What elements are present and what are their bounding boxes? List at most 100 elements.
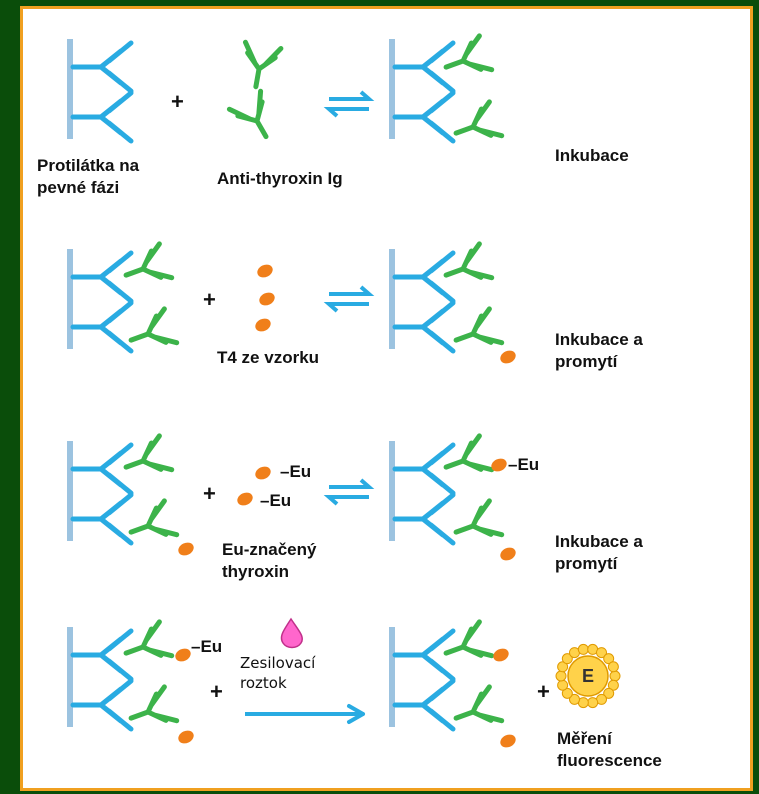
- row3-bound-antibody-bottom: [128, 498, 180, 538]
- enhancement-drop-icon: [280, 617, 303, 649]
- row4-left-bound-thyroxin: [178, 730, 194, 744]
- label-eu-bound: –Eu: [508, 455, 540, 474]
- row4-bound-antibody-bottom: [128, 684, 180, 724]
- diagram-panel: +++++E Protilátka na pevné fázi Anti-thy…: [20, 6, 753, 791]
- row1-right-capture-antibody-bottom: [392, 90, 456, 144]
- fluorescence-micelle-bead: [596, 647, 607, 659]
- row1-bound-antibody-bottom-shape: [453, 99, 505, 139]
- row3-tracer-1: [255, 466, 271, 480]
- row1-left-solid-plate: [67, 39, 73, 139]
- label-solid-phase-antibody: Protilátka na pevné fázi: [37, 156, 140, 197]
- row2-thyroxin-2: [259, 292, 275, 306]
- fluorescence-micelle-bead: [603, 687, 615, 699]
- row1-bound-antibody-top: [443, 33, 495, 73]
- row4-right-antibody-top: [443, 619, 495, 659]
- row3-left-solid-plate: [67, 441, 73, 541]
- row1-free-antibody-1: [242, 39, 284, 90]
- row3-equilibrium-forward: [329, 478, 375, 489]
- label-eu-labelled-thyroxin: Eu-značený thyroxin: [222, 540, 317, 581]
- row3-bound-antibody-top-shape: [123, 433, 175, 473]
- diagram-canvas: +++++E: [67, 33, 621, 748]
- row4-left-bound-tracer: [175, 648, 191, 662]
- row3-right-solid-plate: [389, 441, 395, 541]
- row1-equilibrium-reverse: [323, 107, 369, 118]
- row1-left-capture-antibody-bottom: [70, 90, 134, 144]
- fluorescence-micelle-bead: [557, 679, 569, 691]
- row3-plus: +: [203, 481, 216, 506]
- row4-right-solid-plate: [389, 627, 395, 727]
- row4-left-capture-antibody-top: [70, 628, 134, 682]
- row1-plus: +: [171, 89, 184, 114]
- row4-right-capture-antibody-bottom: [392, 678, 456, 732]
- label-step-fluorescence-measurement: Měření fluorescence: [557, 729, 662, 770]
- row3-left-capture-antibody-top: [70, 442, 134, 496]
- fluorescence-micelle-core: [567, 655, 609, 697]
- row1-free-antibody-2: [226, 88, 269, 140]
- row2-thyroxin-3: [255, 318, 271, 332]
- row4-bound-antibody-top-shape: [123, 619, 175, 659]
- fluorescence-micelle-bead: [607, 679, 619, 691]
- label-eu-left: –Eu: [191, 637, 223, 656]
- row4-plus-2: +: [537, 679, 550, 704]
- row1-equilibrium-forward: [329, 90, 375, 101]
- row3-right-capture-antibody-bottom: [392, 492, 456, 546]
- row2-equilibrium-forward: [329, 285, 375, 296]
- row3-right-antibody-bottom-shape: [453, 498, 505, 538]
- fluorescence-micelle-bead: [569, 693, 580, 705]
- fluorescence-micelle-bead: [555, 670, 567, 682]
- row1-right-solid-plate: [389, 39, 395, 139]
- row1-free-antibody-2-shape: [226, 88, 269, 140]
- row2-right-capture-antibody-top: [392, 250, 456, 304]
- row2-bound-antibody-bottom-shape: [128, 306, 180, 346]
- row2-right-solid-plate: [389, 249, 395, 349]
- row3-bound-antibody-bottom-shape: [128, 498, 180, 538]
- row1-bound-antibody-top-shape: [443, 33, 495, 73]
- row4-right-bound-thyroxin: [493, 648, 509, 662]
- label-step-incubation-wash-1: Inkubace a promytí: [555, 330, 643, 371]
- row3-equilibrium-reverse: [323, 495, 369, 506]
- row4-right-capture-antibody-top: [392, 628, 456, 682]
- row2-equilibrium-reverse: [323, 302, 369, 313]
- row1-free-antibody-1-shape: [242, 39, 284, 90]
- fluorescence-micelle-bead: [557, 661, 569, 673]
- row2-right-antibody-top: [443, 241, 495, 281]
- fluorescence-micelle-bead: [577, 643, 589, 655]
- row4-left-capture-antibody-bottom: [70, 678, 134, 732]
- fluorescence-micelle-bead: [609, 670, 621, 682]
- label-t4-from-sample: T4 ze vzorku: [217, 348, 320, 367]
- row2-right-antibody-bottom: [453, 306, 505, 346]
- fluorescence-emission-letter: E: [582, 666, 594, 686]
- row4-bound-antibody-top: [123, 619, 175, 659]
- row3-right-antibody-top-shape: [443, 433, 495, 473]
- fluorescence-micelle-bead: [561, 687, 573, 699]
- row4-right-antibody-bottom-shape: [453, 684, 505, 724]
- label-enhancement-solution: Zesilovací roztok: [240, 654, 316, 692]
- row2-bound-thyroxin: [500, 350, 516, 364]
- fluorescence-micelle-bead: [603, 653, 615, 665]
- row1-left-capture-antibody-top: [70, 40, 134, 94]
- row3-tracer-2: [237, 492, 253, 506]
- row3-right-antibody-top: [443, 433, 495, 473]
- row4-plus-1: +: [210, 679, 223, 704]
- row3-bound-tracer: [491, 458, 507, 472]
- row3-left-capture-antibody-bottom: [70, 492, 134, 546]
- row4-reaction-arrow-head: [347, 704, 365, 724]
- label-anti-thyroxin-ig: Anti-thyroxin Ig: [217, 169, 343, 188]
- fluorescence-micelle-bead: [587, 697, 599, 709]
- label-eu-tracer-2: –Eu: [260, 491, 292, 510]
- row2-left-solid-plate: [67, 249, 73, 349]
- label-eu-tracer-1: –Eu: [280, 462, 312, 481]
- label-step-incubation: Inkubace: [555, 146, 629, 165]
- row3-right-capture-antibody-top: [392, 442, 456, 496]
- row1-right-capture-antibody-top: [392, 40, 456, 94]
- row4-bound-antibody-bottom-shape: [128, 684, 180, 724]
- row4-right-bound-thyroxin-2: [500, 734, 516, 748]
- row1-bound-antibody-bottom: [453, 99, 505, 139]
- row3-left-bound-thyroxin: [178, 542, 194, 556]
- row4-right-antibody-bottom: [453, 684, 505, 724]
- row3-bound-antibody-top: [123, 433, 175, 473]
- row4-left-solid-plate: [67, 627, 73, 727]
- fluorescence-micelle-bead: [561, 653, 573, 665]
- row2-left-capture-antibody-bottom: [70, 300, 134, 354]
- row2-bound-antibody-top: [123, 241, 175, 281]
